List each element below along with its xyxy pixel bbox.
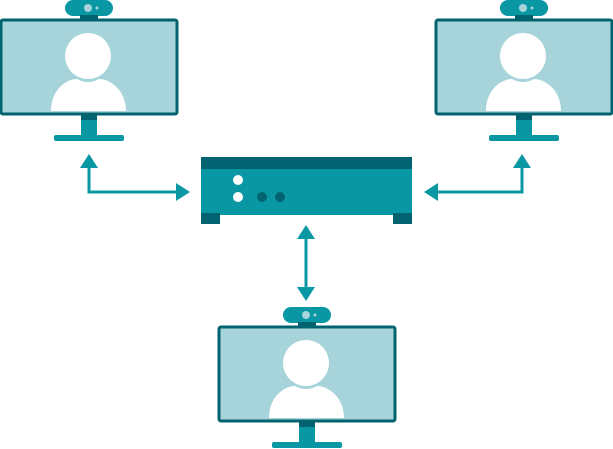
arrow-icon-right [424, 154, 531, 201]
arrow-icon-bottom [297, 225, 315, 301]
arrow-icon-left [80, 154, 190, 201]
monitor-bottom [217, 305, 397, 449]
monitor-top-right [434, 0, 613, 143]
monitor-top-left [0, 0, 179, 143]
server-box-icon [201, 157, 412, 224]
